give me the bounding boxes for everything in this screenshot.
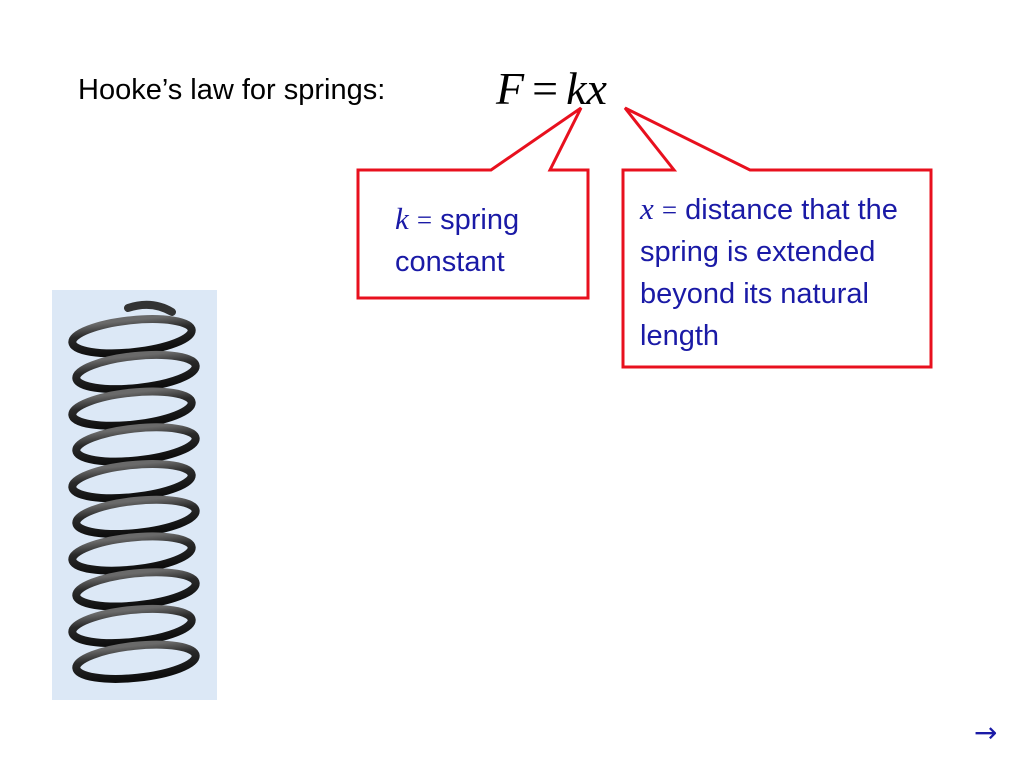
callout-k-description: spring constant [395, 204, 519, 278]
callout-k-variable: k [395, 201, 409, 236]
callout-x-description: distance that the spring is extended bey… [640, 194, 898, 352]
coil-spring-photo [52, 290, 217, 700]
callout-k-text: k = spring constant [395, 198, 575, 283]
callout-x-equals: = [662, 195, 677, 225]
next-slide-arrow-icon[interactable]: → [974, 716, 997, 749]
callout-k-equals: = [417, 205, 432, 235]
callout-x-variable: x [640, 191, 654, 226]
callout-x-text: x = distance that the spring is extended… [640, 188, 920, 357]
